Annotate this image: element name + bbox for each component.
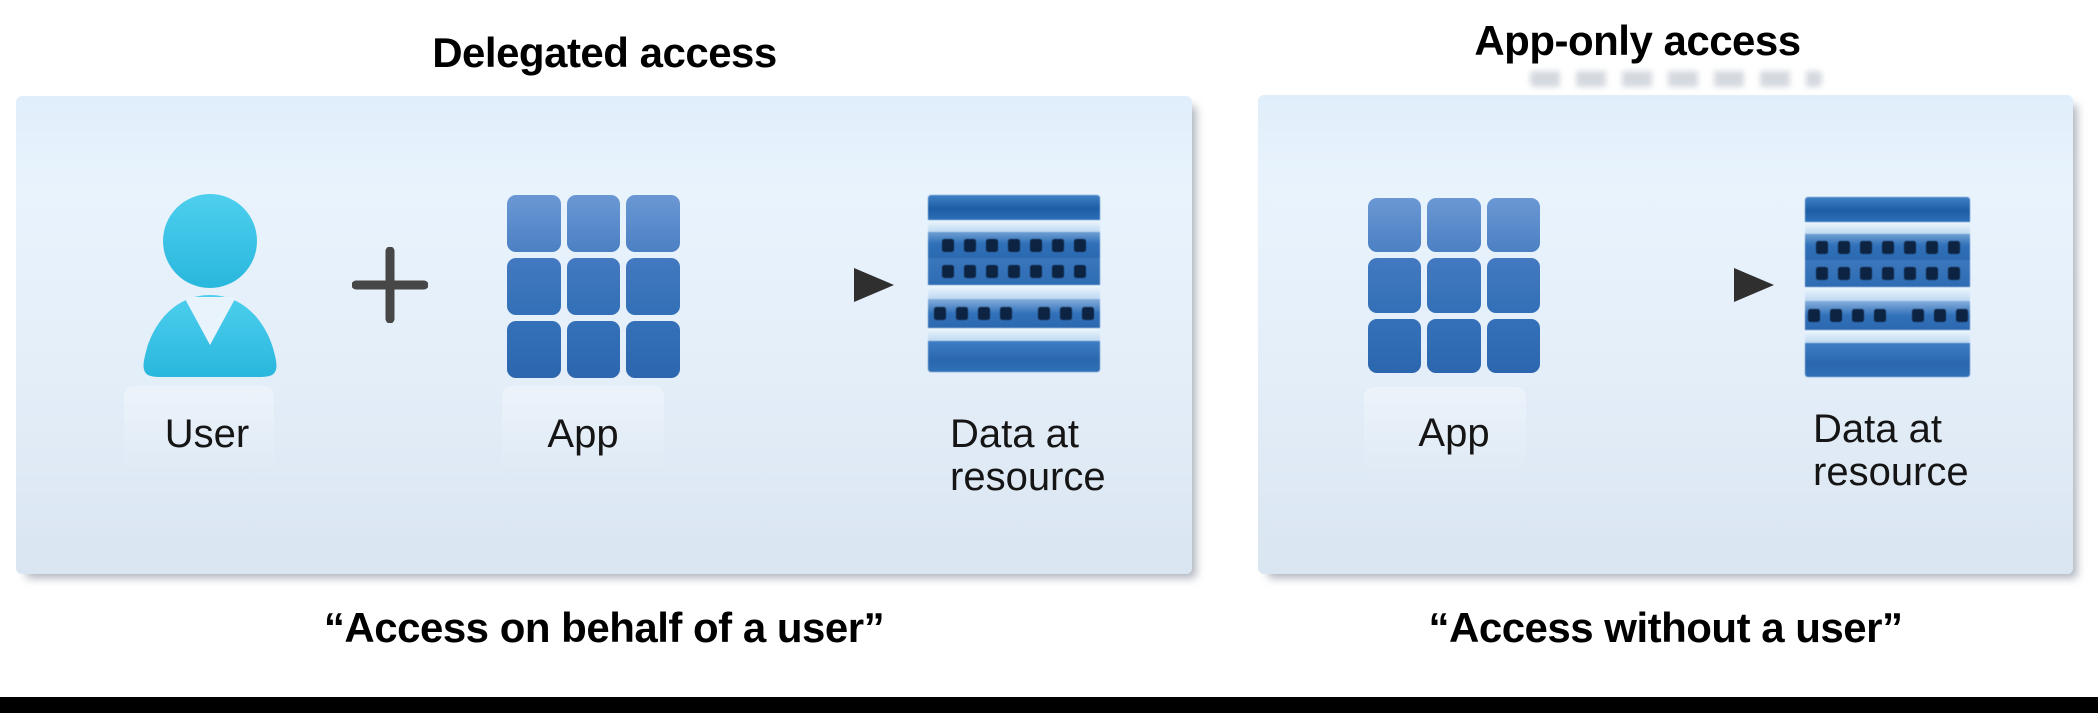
app-grid-icon <box>507 195 680 378</box>
delegated-access-caption: “Access on behalf of a user” <box>323 604 885 651</box>
data-resource-label: Data at resource <box>1813 408 2043 494</box>
data-resource-icon <box>928 195 1100 372</box>
data-resource-label-line2: resource <box>1813 450 1969 494</box>
bottom-black-bar <box>0 697 2098 713</box>
arrow-right-icon <box>1588 268 1774 302</box>
app-grid-icon <box>1368 198 1540 373</box>
app-label: App <box>1418 411 1490 455</box>
user-label: User <box>164 412 250 456</box>
data-resource-label-line1: Data at <box>950 412 1079 456</box>
erased-text-artifact <box>1530 71 1822 87</box>
data-resource-label: Data at resource <box>950 413 1180 499</box>
app-only-access-caption: “Access without a user” <box>1428 604 1903 651</box>
user-icon <box>143 194 277 377</box>
delegated-access-panel: User App Data at resource <box>16 96 1192 574</box>
plus-icon <box>352 247 428 323</box>
data-resource-label-line1: Data at <box>1813 407 1942 451</box>
data-resource-icon <box>1805 197 1970 377</box>
delegated-access-title: Delegated access <box>432 29 777 76</box>
data-resource-label-line2: resource <box>950 455 1106 499</box>
arrow-right-icon <box>718 268 894 302</box>
app-only-access-title: App-only access <box>1474 17 1801 64</box>
app-label: App <box>547 412 619 456</box>
app-only-access-panel: App Data at resource <box>1258 95 2073 574</box>
